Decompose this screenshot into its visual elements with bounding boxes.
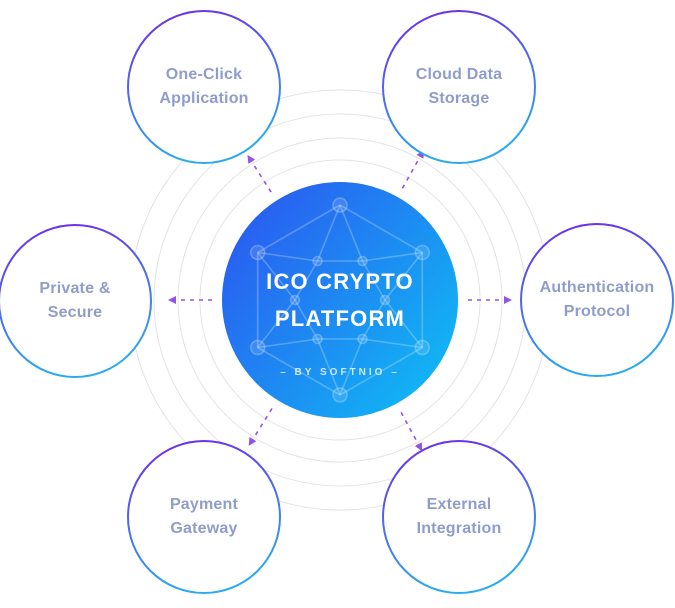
satellite-label-line: One-Click [165, 66, 243, 83]
satellite-circle-authentication-protocol [520, 223, 674, 377]
orbit-ring-2 [177, 137, 503, 463]
center-circle [222, 182, 458, 418]
center-title-line2: PLATFORM [274, 306, 406, 331]
satellite-label-line: Application [159, 90, 249, 107]
satellite-label-line: External [426, 496, 492, 513]
connector-arrow-payment-gateway [248, 408, 273, 446]
satellite-label-line: Gateway [170, 520, 238, 537]
connector-arrow-one-click-application [247, 154, 272, 193]
satellite-label-line: Private & [39, 280, 111, 297]
satellite-label-payment-gateway: Payment Gateway [116, 493, 292, 541]
satellite-label-line: Cloud Data [415, 66, 503, 83]
hexagon-molecule-icon [249, 197, 431, 403]
satellite-label-line: Integration [416, 520, 502, 537]
satellite-label-authentication-protocol: Authentication Protocol [509, 276, 675, 324]
satellite-circle-payment-gateway [127, 440, 281, 594]
satellite-circle-one-click-application [127, 10, 281, 164]
satellite-circles [0, 10, 674, 594]
center-title: ICO CRYPTO PLATFORM [266, 263, 414, 338]
satellite-label-line: Payment [169, 496, 239, 513]
satellite-circle-cloud-data-storage [382, 10, 536, 164]
satellite-label-cloud-data-storage: Cloud Data Storage [371, 63, 547, 111]
satellite-circle-private-secure [0, 224, 152, 378]
connector-arrow-cloud-data-storage [401, 149, 424, 189]
center-subtitle: – BY SOFTNIO – [280, 367, 400, 378]
satellite-label-line: Storage [428, 90, 490, 107]
satellite-circle-external-integration [382, 440, 536, 594]
satellite-label-one-click-application: One-Click Application [116, 63, 292, 111]
center-label: ICO CRYPTO PLATFORM – BY SOFTNIO – [222, 182, 458, 418]
satellite-label-external-integration: External Integration [371, 493, 547, 541]
satellite-label-line: Authentication [539, 279, 655, 296]
connector-arrow-external-integration [400, 412, 423, 452]
satellite-label-line: Secure [47, 304, 103, 321]
center-title-line1: ICO CRYPTO [266, 268, 414, 294]
satellite-label-private-secure: Private & Secure [0, 277, 163, 325]
satellite-label-line: Protocol [563, 303, 631, 320]
connector-arrows [168, 149, 512, 452]
